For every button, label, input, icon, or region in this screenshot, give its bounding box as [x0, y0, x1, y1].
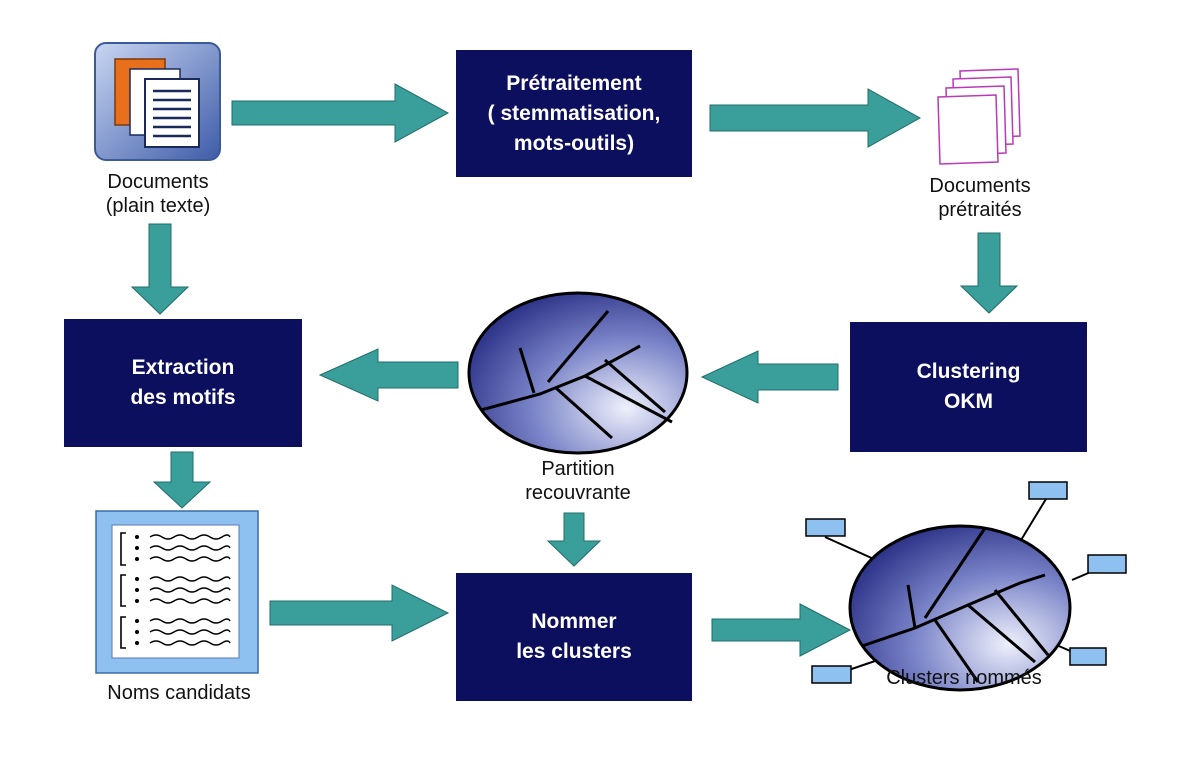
- arrow-documents-pretraites-to-clustering: [959, 232, 1019, 314]
- arrow-extraction-to-noms-candidats: [152, 451, 212, 509]
- documents-stack-icon: [94, 42, 221, 161]
- labeled-partition-disc-icon: [805, 481, 1127, 692]
- candidate-list-icon: [95, 510, 259, 674]
- arrow-clustering-to-partition: [700, 350, 839, 404]
- label-clusters-nommes: Clusters nommés: [886, 667, 1042, 689]
- arrow-partition-to-extraction: [318, 348, 459, 402]
- box-pretraitement: Prétraitement ( stemmatisation, mots-out…: [456, 50, 692, 177]
- box-nommer-les-clusters: Nommer les clusters: [456, 573, 692, 701]
- arrow-noms-candidats-to-nommer: [269, 584, 450, 642]
- label-partition-recouvrante: Partition recouvrante: [525, 458, 631, 504]
- arrow-partition-to-nommer: [546, 512, 602, 567]
- label-documents-pretraites: Documents prétraités: [929, 175, 1031, 221]
- pages-outline-icon: [937, 68, 1021, 165]
- label-documents: Documents (plain texte): [105, 171, 211, 217]
- arrow-pretraitement-to-documents-pretraites: [709, 88, 922, 148]
- box-clustering-okm: Clustering OKM: [850, 322, 1087, 452]
- partition-disc-icon: [467, 291, 689, 455]
- arrow-documents-to-pretraitement: [231, 83, 450, 143]
- arrow-nommer-to-clusters-nommes: [711, 603, 852, 657]
- label-noms-candidats: Noms candidats: [107, 682, 251, 704]
- box-extraction-des-motifs: Extraction des motifs: [64, 319, 302, 447]
- arrow-documents-to-extraction: [130, 223, 190, 315]
